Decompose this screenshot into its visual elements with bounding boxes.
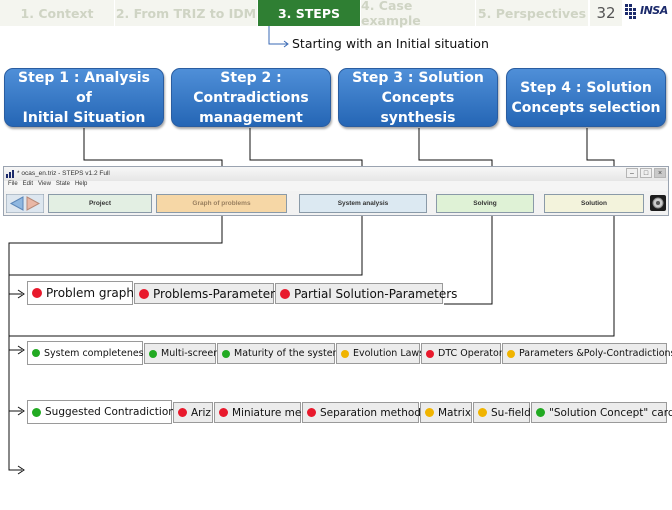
status-dot-yellow <box>341 349 349 358</box>
nav-context[interactable]: 1. Context <box>0 0 115 26</box>
window-menubar: File Edit View State Help <box>4 181 668 191</box>
tab-partial-solution-parameters[interactable]: Partial Solution-Parameters <box>275 283 457 304</box>
tab-label: Partial Solution-Parameters <box>294 286 458 301</box>
status-dot-yellow <box>425 408 434 417</box>
status-dot-red <box>32 288 42 298</box>
tab-evolution-laws[interactable]: Evolution Laws <box>336 343 424 364</box>
steps-app-window: * ocas_en.triz - STEPS v1.2 Full – □ × F… <box>3 166 669 216</box>
tab-suggested-contradictions[interactable]: Suggested Contradictions <box>27 400 180 424</box>
tab-label: Maturity of the system <box>234 348 342 359</box>
tab-label: DTC Operator <box>438 348 503 359</box>
tab-label: Miniature men <box>232 406 308 419</box>
maximize-icon[interactable]: □ <box>640 168 652 178</box>
tab-matrix[interactable]: Matrix <box>420 402 472 423</box>
status-dot-green <box>149 349 157 358</box>
close-icon[interactable]: × <box>654 168 666 178</box>
back-arrow-icon <box>9 196 24 211</box>
status-dot-red <box>219 408 228 417</box>
tab-label: Su-field <box>491 406 531 419</box>
logo-text: INSA <box>640 4 668 17</box>
status-dot-green <box>222 349 230 358</box>
tab-label: Matrix <box>438 406 472 419</box>
stage-graph-of-problems[interactable]: Graph of problems <box>156 194 287 213</box>
status-dot-red <box>307 408 316 417</box>
menu-view[interactable]: View <box>38 181 51 187</box>
tab-separation-methods[interactable]: Separation methods <box>302 402 426 423</box>
step-4-line2: Concepts selection <box>511 99 661 116</box>
step-3-line2: Concepts synthesis <box>380 89 456 126</box>
nav-perspectives[interactable]: 5. Perspectives <box>476 0 589 26</box>
status-dot-green <box>536 408 545 417</box>
window-titlebar: * ocas_en.triz - STEPS v1.2 Full – □ × <box>4 167 668 181</box>
stage-solution[interactable]: Solution <box>544 194 644 213</box>
insa-logo-icon <box>625 4 636 19</box>
status-dot-red <box>178 408 187 417</box>
tab-label: Problems-Parameters <box>153 286 282 301</box>
status-dot-yellow <box>507 349 515 358</box>
status-dot-red <box>280 288 290 299</box>
tab-label: Ariz <box>191 406 211 419</box>
window-title: * ocas_en.triz - STEPS v1.2 Full <box>17 170 110 177</box>
tab-label: Suggested Contradictions <box>45 406 181 418</box>
stage-project[interactable]: Project <box>48 194 152 213</box>
step-2-box: Step 2 : Contradictions management <box>171 68 331 127</box>
insa-logo <box>623 1 672 25</box>
forward-arrow-icon <box>26 196 41 211</box>
tab-su-field[interactable]: Su-field <box>473 402 531 423</box>
menu-help[interactable]: Help <box>74 181 88 187</box>
nav-case-example[interactable]: 4. Case example <box>361 0 476 28</box>
tab-label: "Solution Concept" cards <box>549 406 672 419</box>
step-2-line1: Step 2 : <box>220 69 282 86</box>
nav-steps[interactable]: 3. STEPS <box>258 0 361 26</box>
tab-system-completeness[interactable]: System completeness <box>27 341 149 365</box>
status-dot-red <box>139 288 149 299</box>
tab-miniature-men[interactable]: Miniature men <box>214 402 308 423</box>
tab-ariz[interactable]: Ariz <box>173 402 213 423</box>
menu-edit[interactable]: Edit <box>22 181 34 187</box>
tab-label: Evolution Laws <box>353 348 425 359</box>
tab-label: Separation methods <box>320 406 427 419</box>
step-2-line3: management <box>199 109 303 126</box>
app-icon <box>6 170 14 178</box>
tab-parameters-poly-contradictions[interactable]: Parameters &Poly-Contradictions <box>502 343 672 364</box>
tab-solution-concept-cards[interactable]: "Solution Concept" cards <box>531 402 672 423</box>
tab-problem-graph[interactable]: Problem graph <box>27 281 135 305</box>
stage-system-analysis[interactable]: System analysis <box>299 194 427 213</box>
page-number: 32 <box>590 0 622 26</box>
step-2-line2: Contradictions <box>193 89 309 106</box>
tab-label: Parameters &Poly-Contradictions <box>519 348 672 359</box>
tab-label: System completeness <box>44 347 149 359</box>
status-dot-green <box>32 349 40 357</box>
step-3-line1: Step 3 : Solution <box>352 69 484 86</box>
tab-label: Problem graph <box>46 286 135 300</box>
step-1-line2: Initial Situation <box>22 109 146 126</box>
tab-maturity-of-the-system[interactable]: Maturity of the system <box>217 343 342 364</box>
nav-arrows <box>5 193 45 214</box>
stage-solving[interactable]: Solving <box>436 194 534 213</box>
tab-label: Multi-screen <box>161 348 220 359</box>
minimize-icon[interactable]: – <box>626 168 638 178</box>
tab-multi-screen[interactable]: Multi-screen <box>144 343 220 364</box>
tab-problems-parameters[interactable]: Problems-Parameters <box>134 283 281 304</box>
menu-state[interactable]: State <box>55 181 70 187</box>
nav-triz-to-idm[interactable]: 2. From TRIZ to IDM <box>115 0 258 26</box>
status-dot-green <box>32 407 41 417</box>
step-4-line1: Step 4 : Solution <box>520 79 652 96</box>
settings-icon[interactable] <box>650 195 666 211</box>
subtitle: Starting with an Initial situation <box>292 36 489 51</box>
step-1-line1: Step 1 : Analysis of <box>18 69 150 106</box>
tab-dtc-operator[interactable]: DTC Operator <box>421 343 503 364</box>
menu-file[interactable]: File <box>8 181 18 187</box>
status-dot-yellow <box>478 408 487 417</box>
status-dot-red <box>426 349 434 358</box>
step-1-box: Step 1 : Analysis of Initial Situation <box>4 68 164 127</box>
